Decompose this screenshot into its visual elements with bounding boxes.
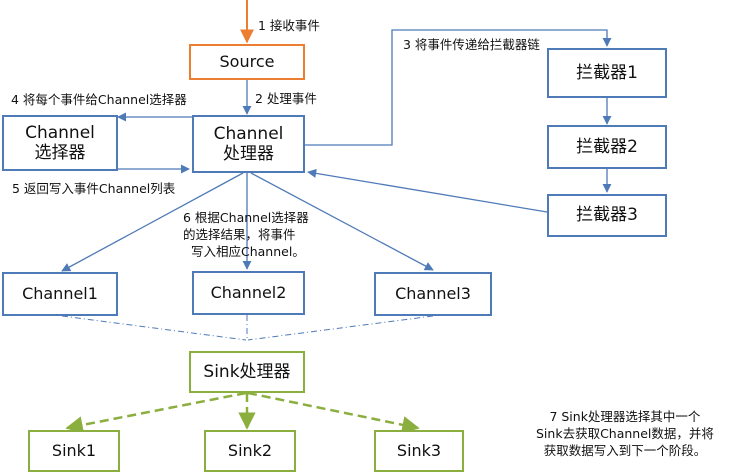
sink1-label: Sink1 bbox=[51, 441, 97, 461]
interceptor3-node: 拦截器3 bbox=[547, 194, 667, 237]
step2-label: 2 处理事件 bbox=[255, 91, 317, 106]
interceptor2-label: 拦截器2 bbox=[576, 136, 638, 157]
step1-label: 1 接收事件 bbox=[258, 18, 320, 33]
sink3-label: Sink3 bbox=[396, 441, 442, 461]
step6-line2: 的选择结果，将事件 bbox=[183, 227, 296, 242]
step5-label: 5 返回写入事件Channel列表 bbox=[12, 181, 176, 196]
step7-line2: Sink去获取Channel数据，并将 bbox=[536, 426, 714, 441]
sink1-node: Sink1 bbox=[28, 430, 120, 472]
arrow-sink-processor-to-sink3 bbox=[247, 391, 420, 434]
source-label: Source bbox=[219, 52, 275, 72]
arrow-sink-processor-to-sink1 bbox=[65, 391, 247, 434]
link-channel3-to-sink-processor bbox=[247, 315, 434, 341]
link-channel1-to-sink-processor bbox=[61, 315, 247, 341]
step3-label: 3 将事件传递给拦截器链 bbox=[403, 37, 540, 52]
channel2-node: Channel2 bbox=[192, 271, 305, 315]
channel-selector-node: Channel 选择器 bbox=[2, 115, 118, 171]
channel1-node: Channel1 bbox=[2, 272, 118, 316]
step6-line3: 写入相应Channel。 bbox=[191, 244, 305, 259]
channel3-node: Channel3 bbox=[374, 272, 492, 316]
interceptor1-label: 拦截器1 bbox=[576, 62, 638, 83]
channel3-label: Channel3 bbox=[395, 284, 471, 304]
channel1-label: Channel1 bbox=[22, 284, 98, 304]
interceptor3-label: 拦截器3 bbox=[576, 205, 638, 226]
source-node: Source bbox=[189, 44, 305, 80]
step6-line1: 6 根据Channel选择器 bbox=[183, 210, 309, 225]
interceptor1-node: 拦截器1 bbox=[547, 48, 667, 98]
step7-label: 7 Sink处理器选择其中一个 Sink去获取Channel数据，并将 获取数据… bbox=[536, 408, 714, 459]
arrow-interceptor3-to-processor bbox=[307, 168, 548, 213]
channel-processor-label-line1: Channel bbox=[213, 123, 284, 144]
channel2-label: Channel2 bbox=[210, 283, 287, 303]
channel-selector-label-line2: 选择器 bbox=[34, 143, 86, 163]
channel-selector-label-line1: Channel bbox=[25, 122, 95, 143]
channel-processor-node: Channel 处理器 bbox=[192, 115, 305, 173]
arrow-processor-to-interceptor-chain bbox=[305, 29, 612, 146]
step6-label: 6 根据Channel选择器 的选择结果，将事件 写入相应Channel。 bbox=[183, 209, 309, 260]
step7-line3: 获取数据写入到下一个阶段。 bbox=[543, 443, 707, 458]
sink-processor-label: Sink处理器 bbox=[203, 361, 291, 382]
arrow-processor-to-channel3 bbox=[250, 172, 434, 271]
arrow-processor-to-channel1 bbox=[61, 172, 244, 272]
sink2-label: Sink2 bbox=[227, 441, 273, 461]
sink2-node: Sink2 bbox=[204, 430, 296, 472]
sink3-node: Sink3 bbox=[374, 430, 464, 472]
step7-line1: 7 Sink处理器选择其中一个 bbox=[549, 409, 701, 424]
sink-processor-node: Sink处理器 bbox=[189, 351, 305, 393]
interceptor2-node: 拦截器2 bbox=[547, 125, 667, 169]
step4-label: 4 将每个事件给Channel选择器 bbox=[11, 92, 187, 107]
channel-processor-label-line2: 处理器 bbox=[223, 144, 274, 164]
